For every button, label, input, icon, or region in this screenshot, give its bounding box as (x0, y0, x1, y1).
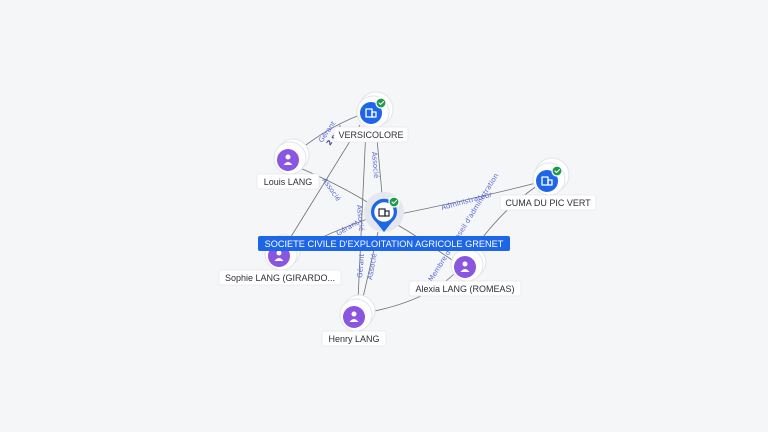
node-label-box (218, 269, 342, 286)
node-cuma[interactable]: CUMA DU PIC VERT (499, 157, 597, 211)
node-label-sophie: Sophie LANG (GIRARDO... (225, 273, 335, 283)
person-icon (460, 261, 470, 272)
node-label-box (321, 330, 387, 347)
node-alexia-lang[interactable]: Alexia LANG (ROMEAS) (408, 245, 522, 297)
check-icon (554, 168, 561, 174)
edge-label-associe-versicolore: Associé (370, 151, 380, 178)
person-icon (283, 154, 293, 165)
edge-label-associe-louis: Associé (320, 177, 342, 203)
edge-label-gerant-sophie: Gérant (335, 219, 360, 238)
edge-versicolore-henry (357, 127, 367, 301)
center-node-ring (371, 199, 397, 225)
node-louis-lang[interactable]: Louis LANG (256, 138, 320, 190)
edge-louis-center (299, 167, 373, 206)
node-label-louis: Louis LANG (264, 177, 313, 187)
edge-center-cuma (399, 181, 541, 215)
company-node-circle (536, 170, 558, 192)
node-label-center: SOCIETE CIVILE D'EXPLOITATION AGRICOLE G… (265, 239, 504, 249)
node-label-alexia: Alexia LANG (ROMEAS) (415, 284, 514, 294)
verified-badge (551, 165, 563, 177)
building-icon (365, 108, 377, 118)
node-label-cuma: CUMA DU PIC VERT (505, 198, 591, 208)
check-icon (391, 199, 398, 205)
company-node-circle (360, 102, 382, 124)
node-label-henry: Henry LANG (328, 334, 379, 344)
edge-label-associe-henry: Associé (366, 253, 378, 280)
node-label-versicolore: VERSICOLORE (338, 130, 403, 140)
node-versicolore[interactable]: VERSICOLORE (333, 91, 409, 143)
node-label-box (408, 280, 522, 297)
node-label-box (499, 194, 597, 211)
node-henry-lang[interactable]: Henry LANG (321, 294, 387, 347)
person-icon (274, 250, 284, 261)
person-node-circle (277, 149, 299, 171)
node-label-box (256, 173, 320, 190)
verified-badge (388, 196, 400, 208)
node-center-company[interactable]: SOCIETE CIVILE D'EXPLOITATION AGRICOLE G… (258, 192, 510, 251)
person-node-circle (454, 256, 476, 278)
person-node-circle (343, 306, 365, 328)
check-icon (378, 100, 385, 106)
center-label-box (258, 236, 510, 251)
node-label-box (333, 126, 409, 143)
verified-badge (375, 97, 387, 109)
edge-label-associe-vertical: Associé (355, 204, 365, 231)
building-icon (541, 176, 553, 186)
edge-label-gerant-henry: Gérant (356, 253, 366, 278)
building-icon (378, 208, 390, 217)
person-icon (349, 311, 359, 322)
